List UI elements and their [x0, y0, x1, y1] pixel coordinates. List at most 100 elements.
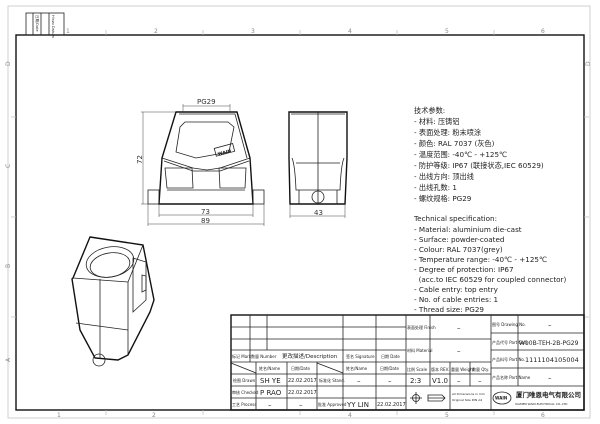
spec-cn-item: - 出线孔数: 1 — [414, 183, 457, 192]
revision-corner: 日期/Date Hinzu Datum — [25, 12, 65, 38]
spec-cn-item: - 颜色: RAL 7037 (灰色) — [414, 139, 495, 148]
part-no-label: 产品料号 Part No. — [492, 356, 525, 362]
zone-col-5-bottom: 5 — [445, 412, 449, 419]
checked-name: P RAO — [260, 389, 282, 397]
spec-english: Technical specification: - Material: alu… — [413, 214, 566, 314]
approved-date: 22.02.2017 — [377, 402, 406, 408]
spec-cn-item: - 表面处理: 粉末喷涂 — [414, 128, 481, 137]
spec-chinese: 技术参数: - 材料: 压铸铝 - 表面处理: 粉末喷涂 - 颜色: RAL 7… — [414, 106, 544, 203]
company-logo-text: WAIN — [495, 396, 507, 401]
total-width-dimension: 89 — [201, 217, 210, 225]
height-dimension: 72 — [136, 155, 144, 164]
spec-cn-item: - 螺纹规格: PG29 — [414, 194, 472, 203]
spec-en-item: - Material: aluminium die-cast — [414, 225, 522, 234]
part-no-value: 1111104105004 — [525, 356, 579, 364]
zone-col-6-bottom: 6 — [541, 412, 545, 419]
weight-label: 重量 Weight — [451, 366, 475, 372]
checked-date: 22.02.2017 — [288, 390, 317, 396]
company-logo: WAIN — [492, 391, 512, 405]
zone-col-1-bottom: 1 — [57, 412, 61, 419]
spec-en-item: - Colour: RAL 7037(grey) — [414, 245, 503, 254]
spec-cn-item: - 材料: 压铸铝 — [414, 117, 460, 126]
approved-label: 批准 Approved — [318, 401, 347, 407]
date-label: 日期/Date — [35, 15, 40, 32]
date-header-2: 日期/Date — [291, 365, 310, 371]
zone-col-4: 4 — [348, 28, 352, 35]
stand-date: – — [388, 377, 392, 385]
zone-col-6: 6 — [541, 28, 545, 35]
qty-value: – — [478, 377, 482, 385]
zone-col-3: 3 — [251, 28, 255, 35]
material-label: 材料 Material — [407, 347, 433, 353]
description-header: 更改描述/Description — [282, 352, 338, 360]
process-date: – — [299, 401, 303, 409]
inner-width-dimension: 73 — [201, 208, 210, 216]
part-name-value: – — [548, 374, 552, 382]
spec-cn-item: - 温度范围: -40℃ - +125℃ — [414, 150, 507, 159]
zone-col-4-bottom: 4 — [348, 412, 352, 419]
rev-value: V1.0 — [432, 377, 448, 385]
outer-border — [7, 5, 591, 419]
part-name-label: 产品名称 Part Name — [492, 374, 531, 380]
drawn-name: SH YE — [260, 377, 281, 385]
front-dimensions: PG29 72 73 89 — [136, 98, 265, 226]
date-header-3: 日期/Date — [380, 365, 399, 371]
spec-en-item: - Temperature range: -40℃ - +125℃ — [414, 255, 547, 264]
zone-col-2: 2 — [154, 28, 158, 35]
spec-en-item: - Cable entry: top entry — [414, 285, 499, 294]
scale-value: 2:3 — [410, 377, 421, 385]
qty-label: 数量 Qty. — [472, 366, 489, 372]
company-name-en: XIAMEN WAIN ELECTRICAL CO.,LTD — [515, 402, 568, 406]
zone-row-c: C — [5, 164, 12, 168]
depth-dimension: 43 — [314, 209, 323, 217]
zone-ticks — [11, 30, 589, 415]
zone-col-2-bottom: 2 — [152, 412, 156, 419]
zone-col-1: 1 — [66, 28, 70, 35]
process-name: – — [268, 401, 272, 409]
approved-name: YY LIN — [346, 401, 369, 409]
spec-cn-item: - 出线方向: 顶出线 — [414, 172, 474, 181]
spec-cn-item: - 防护等级: IP67 (联接状态,IEC 60529) — [414, 161, 544, 170]
original-size-note: Original Size DIN A4 — [452, 398, 482, 402]
spec-en-title: Technical specification: — [413, 214, 497, 223]
stand-name: – — [357, 377, 361, 385]
spec-en-item: (acc.to IEC 60529 for coupled connector) — [414, 275, 566, 284]
name-header: 姓名/Name — [259, 365, 281, 371]
scale-label: 比例 Scale — [407, 366, 428, 372]
wain-logo-text: WAIN — [217, 148, 232, 157]
process-label: 工艺 Process — [232, 402, 256, 407]
spec-en-item: - Degree of protection: IP67 — [414, 265, 514, 274]
checked-label: 审核 Checked — [232, 389, 259, 395]
part-code-label: 产品代号 Part Code — [492, 339, 529, 345]
dimensions-note: All Dimensions in mm — [452, 392, 485, 396]
finish-label: 表面处理 Finish — [407, 324, 436, 330]
number-header: 数量 Number — [251, 353, 277, 359]
title-block: 标记 Mark 数量 Number 更改描述/Description 签名 Si… — [230, 314, 585, 411]
part-code-value: W10B-TEH-2B-PG29 — [519, 340, 579, 347]
finish-value: – — [457, 324, 461, 332]
revision-label: Hinzu Datum — [51, 15, 55, 38]
mark-header: 标记 Mark — [232, 353, 252, 359]
spec-en-item: - Thread size: PG29 — [414, 305, 484, 314]
drawn-date: 22.02.2017 — [288, 378, 317, 384]
drawing-no-value: – — [548, 321, 552, 329]
material-value: – — [457, 347, 461, 355]
wain-logo-mark — [213, 143, 236, 157]
thread-dimension: PG29 — [197, 98, 216, 106]
drawn-label: 绘图 Drawn — [233, 377, 256, 383]
spec-en-item: - Surface: powder-coated — [414, 235, 504, 244]
zone-row-a: A — [5, 357, 12, 362]
zone-row-d: D — [5, 61, 12, 66]
stand-label: 标准化 Stand. — [319, 377, 345, 383]
date-header: 日期 Date — [381, 353, 400, 359]
zone-row-b: B — [5, 264, 12, 268]
signature-header: 签名 Signature — [346, 353, 375, 359]
front-view: WAIN — [147, 111, 265, 205]
zone-col-5: 5 — [445, 28, 449, 35]
rev-label: 版本 REV. — [431, 366, 449, 372]
projection-symbol-icon — [410, 392, 446, 404]
spec-cn-title: 技术参数: — [414, 106, 445, 115]
isometric-view — [71, 236, 155, 367]
zone-row-d-right: D — [585, 61, 592, 66]
spec-en-item: - No. of cable entries: 1 — [414, 295, 498, 304]
